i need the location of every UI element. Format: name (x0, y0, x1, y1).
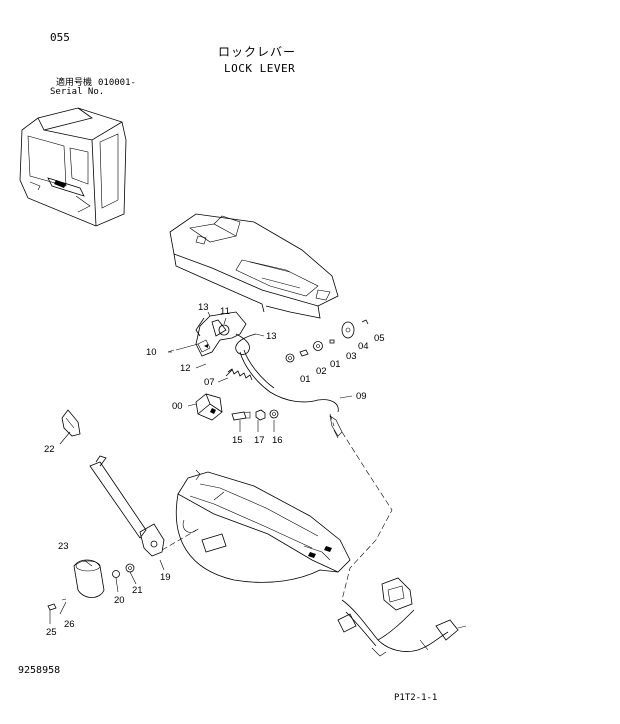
callout-22: 22 (44, 444, 55, 455)
callout-26: 26 (64, 619, 75, 630)
page-reference: P1T2-1-1 (394, 693, 438, 703)
lock-lever-arm (47, 409, 165, 611)
serial-range: 010001- (98, 78, 136, 88)
callout-11: 11 (220, 306, 230, 317)
callout-25: 25 (46, 627, 57, 638)
callout-19: 19 (160, 572, 171, 583)
callout-01-right: 01 (330, 359, 341, 370)
callout-13-right: 13 (266, 331, 277, 342)
serial-label-japanese: 適用号機 (56, 78, 93, 88)
lower-wire-harness (337, 577, 467, 657)
callout-17: 17 (254, 435, 265, 446)
callout-20: 20 (114, 595, 125, 606)
lock-lever-console (169, 213, 339, 319)
lower-cover-plate (175, 469, 351, 583)
callout-01-left: 01 (300, 374, 311, 385)
title-english: LOCK LEVER (224, 62, 296, 75)
page-number: 055 (50, 31, 70, 44)
callout-05: 05 (374, 333, 385, 344)
callout-15: 15 (232, 435, 243, 446)
small-hardware-parts (285, 319, 369, 363)
callout-labels: 13 11 13 05 04 03 01 02 01 10 12 07 09 0… (44, 302, 385, 638)
callout-16: 16 (272, 435, 283, 446)
title-japanese: ロックレバー (218, 45, 297, 59)
drawing-number: 9258958 (18, 665, 61, 676)
serial-label-english: Serial No. (50, 87, 105, 97)
callout-00: 00 (172, 401, 183, 412)
callout-04: 04 (358, 341, 369, 352)
switch-bracket-assembly (167, 311, 279, 421)
callout-09: 09 (356, 391, 367, 402)
callout-13-upper: 13 (198, 302, 209, 313)
machine-cab-thumbnail (19, 107, 127, 227)
callout-23: 23 (58, 541, 69, 552)
switch-cable-harness (235, 333, 343, 439)
callout-02: 02 (316, 366, 327, 377)
leader-lines (49, 311, 393, 624)
callout-07: 07 (204, 377, 215, 388)
callout-12: 12 (180, 363, 191, 374)
callout-03: 03 (346, 351, 357, 362)
callout-10: 10 (146, 347, 157, 358)
callout-21: 21 (132, 585, 143, 596)
